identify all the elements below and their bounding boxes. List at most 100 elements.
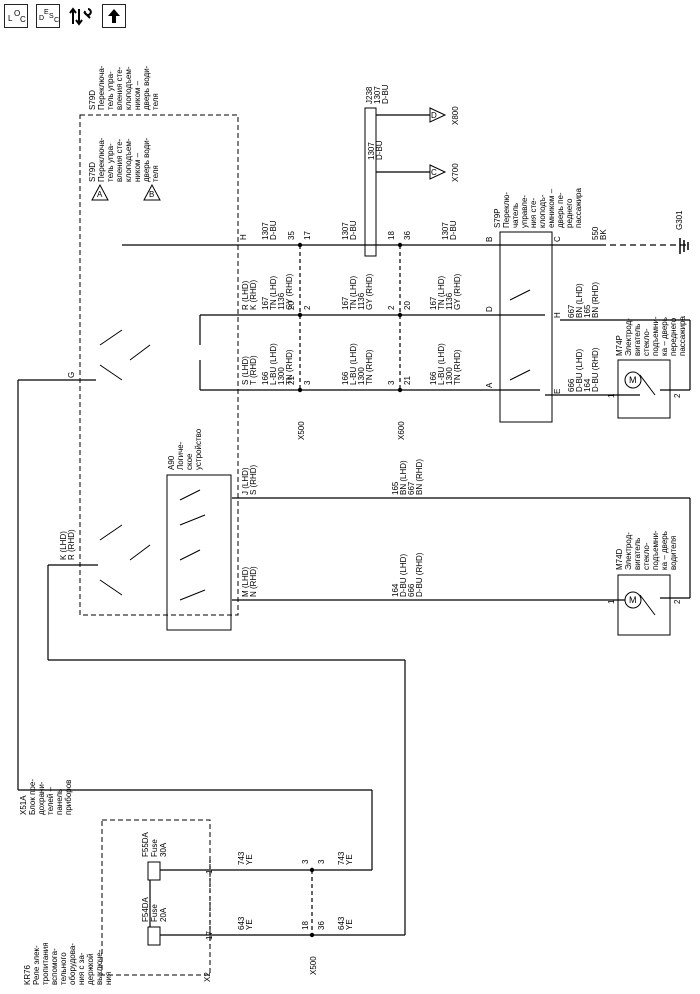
s79p-box bbox=[499, 231, 553, 423]
f54da-label: F54DA Fuse 20A bbox=[141, 895, 168, 922]
svg-text:YE: YE bbox=[345, 854, 354, 865]
svg-text:D-BU (RHD): D-BU (RHD) bbox=[415, 552, 424, 597]
pin-2-a: 2 bbox=[303, 305, 312, 310]
m74d-m-letter: M bbox=[629, 595, 637, 605]
f55da-fuse bbox=[147, 861, 161, 881]
svg-text:643: 643 bbox=[237, 916, 246, 930]
svg-text:164: 164 bbox=[583, 378, 592, 392]
s79p-pin-c: C bbox=[553, 236, 562, 242]
s79d-pin-h: H bbox=[239, 234, 248, 240]
s79p-pin-h: H bbox=[553, 312, 562, 318]
w166-group-1: 166 L-BU (LHD) 1300 TN (RHD) bbox=[261, 343, 294, 385]
m74d-label: M74D Электрод- вигатель стекло- подъемни… bbox=[615, 528, 678, 570]
switch-contacts bbox=[99, 289, 656, 616]
s79d-pin-g: G bbox=[67, 372, 76, 378]
svg-text:BN (LHD): BN (LHD) bbox=[575, 283, 584, 318]
pin-rk-label: R (LHD) K (RHD) bbox=[241, 279, 258, 310]
wires bbox=[17, 114, 691, 945]
s79p-pin-a: A bbox=[485, 382, 494, 388]
svg-text:BN (LHD): BN (LHD) bbox=[399, 460, 408, 495]
diagnostic-swap-button[interactable] bbox=[68, 4, 94, 30]
pin-17: 17 bbox=[303, 231, 312, 240]
off-page-b-letter: B bbox=[149, 190, 154, 199]
pin-36: 36 bbox=[403, 231, 412, 240]
w166-group-2: 166 L-BU (LHD) 1300 TN (RHD) bbox=[341, 343, 374, 385]
x500-bottom-label: X500 bbox=[309, 956, 318, 975]
x700-label: X700 bbox=[451, 163, 460, 182]
m74d-box bbox=[617, 574, 671, 636]
ground-icon bbox=[679, 238, 689, 254]
loc-letter-l: L bbox=[8, 14, 13, 23]
m74p-pin-2: 2 bbox=[673, 393, 682, 398]
desc-letter-e: E bbox=[44, 9, 49, 16]
svg-text:TN (RHD): TN (RHD) bbox=[453, 349, 462, 385]
j238-splice-bar bbox=[364, 107, 377, 257]
svg-text:1136: 1136 bbox=[277, 292, 286, 310]
svg-text:167: 167 bbox=[429, 296, 438, 310]
svg-text:D-BU (LHD): D-BU (LHD) bbox=[575, 349, 584, 392]
s79d-inner-label: S79D Переключа- тель упра- вления сте- к… bbox=[88, 135, 160, 182]
svg-text:K (RHD): K (RHD) bbox=[249, 279, 258, 310]
w1307-d-num: 1307 bbox=[441, 222, 450, 240]
up-arrow-icon bbox=[108, 9, 120, 23]
w1307-b-num: 1307 bbox=[261, 222, 270, 240]
w1307-c-color: D-BU bbox=[349, 220, 358, 240]
j238-label: J238 bbox=[365, 86, 374, 104]
svg-text:YE: YE bbox=[245, 919, 254, 930]
svg-text:TN (LHD): TN (LHD) bbox=[349, 275, 358, 310]
toolbar: L O C D E S C bbox=[4, 4, 126, 30]
pin-kr-label: K (LHD) R (RHD) bbox=[59, 529, 76, 560]
w166-group-3: 166 L-BU (LHD) 1300 TN (RHD) bbox=[429, 343, 462, 385]
svg-text:1136: 1136 bbox=[445, 292, 454, 310]
location-button[interactable]: L O C bbox=[4, 4, 28, 28]
svg-text:166: 166 bbox=[341, 371, 350, 385]
svg-text:167: 167 bbox=[261, 296, 270, 310]
svg-text:TN (RHD): TN (RHD) bbox=[285, 349, 294, 385]
w643-label-2: 643 YE bbox=[337, 916, 354, 930]
f55da-label: F55DA Fuse 30A bbox=[141, 830, 168, 857]
svg-text:J (LHD): J (LHD) bbox=[241, 467, 250, 495]
svg-text:1300: 1300 bbox=[445, 367, 454, 385]
svg-text:N (RHD): N (RHD) bbox=[249, 566, 258, 597]
w164-label: 164 D-BU (LHD) 666 D-BU (RHD) bbox=[391, 552, 424, 597]
g301-label: G301 bbox=[675, 210, 684, 230]
svg-text:T (RHD): T (RHD) bbox=[249, 355, 258, 385]
up-arrow-button[interactable] bbox=[102, 4, 126, 28]
pin-st-label: S (LHD) T (RHD) bbox=[241, 355, 258, 385]
w743-label-1: 743 YE bbox=[237, 851, 254, 865]
pin-js-label: J (LHD) S (RHD) bbox=[241, 464, 258, 495]
w167-group-1: 167 TN (LHD) 1136 GY (RHD) bbox=[261, 273, 294, 310]
description-button[interactable]: D E S C bbox=[36, 4, 60, 28]
s79d-top-label: S79D Переключа- тель упра- вления сте- к… bbox=[88, 63, 160, 110]
kr76-label: KR76 Реле элек- тропитания вспомога- тел… bbox=[23, 940, 113, 985]
x700-c-letter: C bbox=[431, 168, 437, 177]
w167-group-2: 167 TN (LHD) 1136 GY (RHD) bbox=[341, 273, 374, 310]
pin-20-a: 20 bbox=[287, 301, 296, 310]
off-page-b-marker bbox=[143, 183, 161, 201]
w1307-a-color: D-BU bbox=[375, 140, 384, 160]
x51a-label: X51A Блок пре- дохрани- телей – панель п… bbox=[19, 777, 73, 815]
pin-3-b: 3 bbox=[387, 380, 396, 385]
a90-box bbox=[166, 474, 232, 631]
x500-bottom-pin-3a: 3 bbox=[301, 859, 310, 864]
s79p-pin-b: B bbox=[485, 237, 494, 242]
pin-2-b: 2 bbox=[387, 305, 396, 310]
svg-text:D-BU (RHD): D-BU (RHD) bbox=[591, 347, 600, 392]
svg-text:743: 743 bbox=[237, 851, 246, 865]
s79p-label: S79P Переклю- чатель управле- ния сте- к… bbox=[493, 187, 583, 228]
svg-text:167: 167 bbox=[341, 296, 350, 310]
svg-text:165: 165 bbox=[391, 481, 400, 495]
svg-text:666: 666 bbox=[407, 583, 416, 597]
svg-text:GY (RHD): GY (RHD) bbox=[285, 273, 294, 310]
desc-letter-d: D bbox=[39, 15, 45, 22]
m74p-pin-1: 1 bbox=[607, 393, 616, 398]
svg-text:L-BU (LHD): L-BU (LHD) bbox=[269, 343, 278, 385]
loc-letter-o: O bbox=[14, 9, 21, 18]
x2-pin-1: 1 bbox=[205, 869, 214, 874]
pin-mn-label: M (LHD) N (RHD) bbox=[241, 566, 258, 597]
svg-text:BK: BK bbox=[599, 229, 608, 240]
w666-label: 666 D-BU (LHD) 164 D-BU (RHD) bbox=[567, 347, 600, 392]
svg-text:166: 166 bbox=[429, 371, 438, 385]
svg-text:1300: 1300 bbox=[357, 367, 366, 385]
junction-dots bbox=[297, 242, 403, 938]
